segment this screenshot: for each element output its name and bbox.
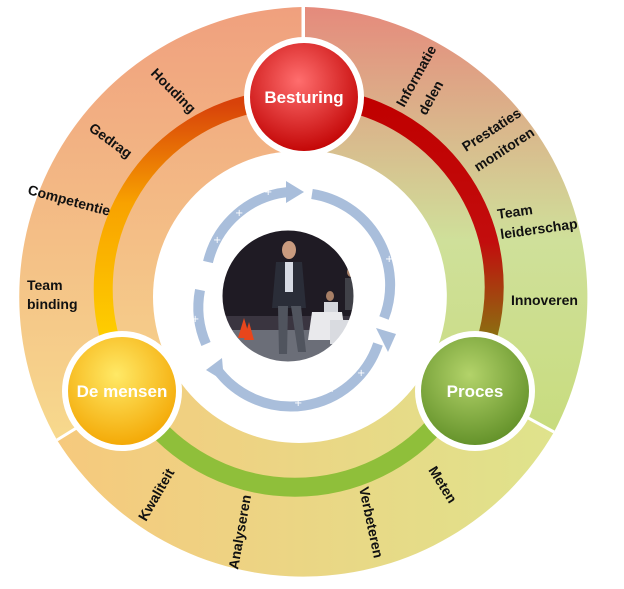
- svg-text:+: +: [328, 384, 336, 395]
- label-team-binding-2: binding: [27, 296, 78, 312]
- arc-besturing-proces: [349, 93, 504, 338]
- svg-text:+: +: [235, 208, 243, 219]
- arrowhead-right: [376, 328, 396, 352]
- svg-text:+: +: [377, 215, 385, 226]
- svg-text:+: +: [213, 235, 221, 246]
- cycle-arrow-left: [193, 289, 211, 346]
- label-innoveren: Innoveren: [511, 292, 578, 308]
- hub-proces[interactable]: Proces: [415, 331, 535, 451]
- hub-de-mensen[interactable]: De mensen: [62, 331, 182, 451]
- hub-besturing-label: Besturing: [264, 88, 343, 107]
- svg-text:+: +: [385, 254, 393, 265]
- cycle-plus-marks: + + + + + + + + + + + + +: [191, 187, 403, 409]
- svg-text:+: +: [338, 189, 346, 200]
- hub-proces-label: Proces: [447, 382, 504, 401]
- connector-arcs: [93, 93, 504, 497]
- svg-text:+: +: [395, 298, 403, 309]
- svg-text:+: +: [357, 368, 365, 379]
- svg-text:+: +: [196, 267, 204, 278]
- arrowhead-bottom: [206, 358, 224, 381]
- label-leiderschap-1: Team: [496, 201, 533, 222]
- hub-besturing[interactable]: Besturing: [244, 37, 364, 157]
- arrowhead-top: [286, 181, 304, 203]
- svg-text:+: +: [251, 381, 259, 392]
- svg-text:+: +: [191, 314, 199, 325]
- cycle-arrow-top: [203, 187, 289, 264]
- arc-proces-mensen: [142, 413, 448, 497]
- cycle-arrow-bottom: [211, 342, 383, 412]
- photo-frame: [221, 229, 355, 363]
- label-team-binding-1: Team: [27, 277, 63, 293]
- arc-mensen-besturing: [93, 93, 257, 359]
- svg-text:+: +: [294, 398, 302, 409]
- cycle-arrows: [193, 187, 396, 412]
- cycle-arrow-right: [311, 189, 396, 320]
- hub-de-mensen-label: De mensen: [77, 382, 168, 401]
- svg-text:+: +: [264, 187, 272, 198]
- cycle-arrowheads: [206, 181, 396, 381]
